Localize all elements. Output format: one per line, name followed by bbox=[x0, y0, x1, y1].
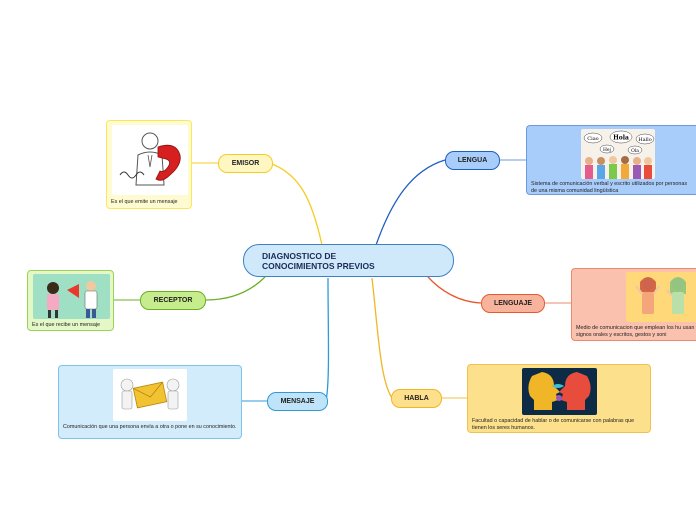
lenguaje-label: LENGUAJE bbox=[493, 300, 533, 307]
lengua-note: Sistema de comunicación verbal y escrito… bbox=[531, 181, 688, 194]
bubble-3: Hallo bbox=[638, 137, 652, 143]
lenguaje-note: Medio de comunicacion que emplean los hu… bbox=[576, 325, 695, 338]
receptor-connector bbox=[205, 276, 266, 301]
central-title-line1: DIAGNOSTICO DE bbox=[262, 250, 337, 261]
lengua-node[interactable]: LENGUA bbox=[445, 151, 500, 170]
lenguaje-node[interactable]: LENGUAJE bbox=[481, 294, 545, 313]
receptor-card[interactable]: Es el que recibe un mensaje bbox=[27, 270, 114, 331]
lengua-connector bbox=[375, 159, 446, 246]
envelope-handover-image bbox=[113, 369, 187, 421]
mensaje-note: Comunicación que una persona envía a otr… bbox=[63, 424, 237, 430]
mensaje-connector bbox=[325, 277, 330, 402]
mensaje-node[interactable]: MENSAJE bbox=[267, 392, 328, 411]
emisor-note: Es el que emite un mensaje bbox=[111, 199, 178, 205]
lenguaje-card[interactable]: Medio de comunicacion que emplean los hu… bbox=[571, 268, 696, 341]
bubble-4: Ola bbox=[631, 148, 639, 154]
emisor-node[interactable]: EMISOR bbox=[218, 154, 273, 173]
habla-note: Facultad o capacidad de hablar o de comu… bbox=[472, 418, 635, 431]
bubble-1: Ciao bbox=[587, 136, 598, 142]
bubble-2: Hej bbox=[603, 147, 611, 153]
central-title-line2: CONOCIMIENTOS PREVIOS bbox=[262, 260, 375, 271]
telephone-man-image bbox=[112, 125, 188, 195]
mensaje-card[interactable]: Comunicación que una persona envía a otr… bbox=[58, 365, 242, 439]
greetings-people-image: Ciao Hola Hallo Hej Ola bbox=[581, 129, 655, 179]
lengua-card[interactable]: Ciao Hola Hallo Hej Ola Sistema de comun… bbox=[526, 125, 696, 195]
emisor-label: EMISOR bbox=[231, 160, 260, 167]
habla-card[interactable]: Facultad o capacidad de hablar o de comu… bbox=[467, 364, 651, 433]
habla-node[interactable]: HABLA bbox=[391, 389, 442, 408]
habla-connector bbox=[371, 277, 393, 399]
receptor-label: RECEPTOR bbox=[153, 297, 193, 304]
lengua-label: LENGUA bbox=[457, 157, 488, 164]
sign-language-image bbox=[626, 272, 696, 322]
receptor-node[interactable]: RECEPTOR bbox=[140, 291, 206, 310]
bubble-0: Hola bbox=[613, 135, 629, 142]
receptor-note: Es el que recibe un mensaje bbox=[32, 322, 101, 328]
megaphone-people-image bbox=[33, 274, 110, 319]
habla-label: HABLA bbox=[404, 395, 429, 402]
emisor-connector bbox=[271, 163, 323, 246]
lenguaje-connector bbox=[427, 276, 482, 304]
emisor-card[interactable]: Es el que emite un mensaje bbox=[106, 120, 192, 209]
speaking-heads-image bbox=[522, 368, 597, 415]
mensaje-label: MENSAJE bbox=[280, 398, 315, 405]
